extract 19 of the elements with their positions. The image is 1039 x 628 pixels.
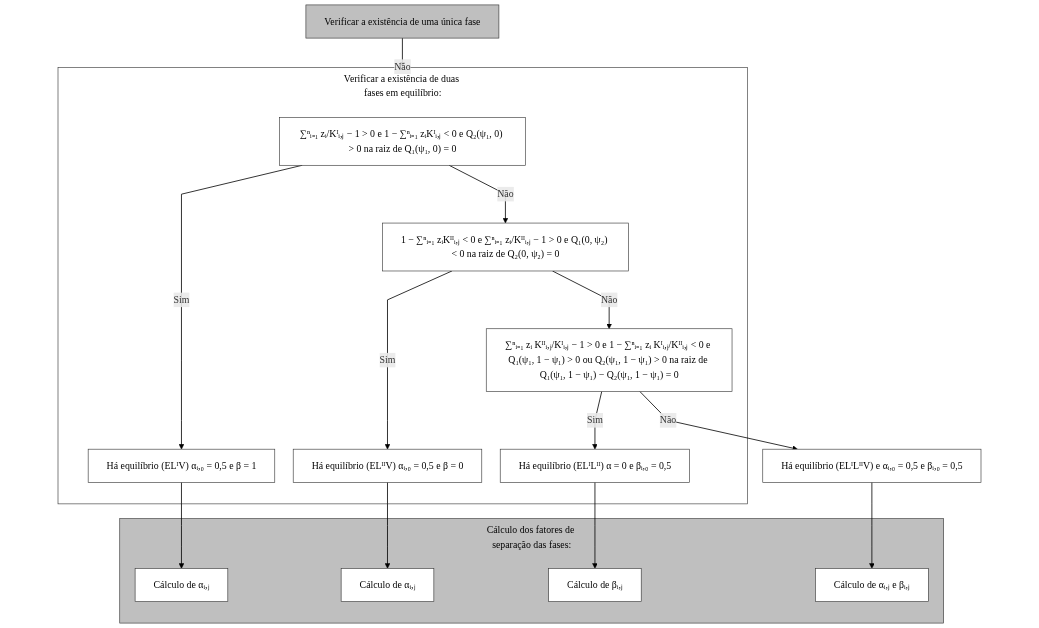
node-box: Há equilíbrio (ELᴵV) αᵢ,₀ = 0,5 e β = 1 [87,448,276,483]
node-box: Verificar a existência de uma única fase [305,4,500,39]
edge-label: Não [600,294,618,305]
edge-label: Sim [379,354,396,365]
node-box: Cálculo de αᵢ,ⱼ [340,568,435,602]
node-box: Há equilíbrio (ELᴵᴵV) αᵢ,₀ = 0,5 e β = 0 [292,448,483,483]
node-box: ∑ⁿᵢ₌₁ zᵢ/Kᴵᵢ,ⱼ − 1 > 0 e 1 − ∑ⁿᵢ₌₁ zᵢKᴵᵢ,ⱼ < 0 e Q₂(ψ₁, 0) > 0 na raiz de Q₁(ψ₁, 0) = 0 [279,117,526,166]
edge-label: Sim [587,414,603,426]
node-box: ∑ⁿᵢ₌₁ zᵢ Kᴵᴵᵢ,ⱼ/Kᴵᵢ,ⱼ − 1 > 0 e 1 − ∑ⁿᵢ₌₁ zᵢ Kᴵᵢ,ⱼ/Kᴵᴵᵢ,ⱼ < 0 e Q₁(ψ₁, 1 − ψ₁) > 0 ou Q₂(ψ₁, 1 − ψ₁) > 0 na raiz de Q₁(ψ₁, 1 − ψ₁) − Q₂(ψ₁, 1 − ψ₁) = 0 [485,328,733,392]
node-box: Há equilíbrio (ELᴵLᴵᴵV) e αᵢ,₀ = 0,5 e βᵢ,₀ = 0,5 [762,448,982,483]
edge-label: Não [497,188,514,200]
node-box: Cálculo de αᵢ,ⱼ [134,568,229,602]
node-box: 1 − ∑ⁿᵢ₌₁ zᵢKᴵᴵᵢ,ⱼ < 0 e ∑ⁿᵢ₌₁ zᵢ/Kᴵᴵᵢ,ⱼ − 1 > 0 e Q₁(0, ψ₂) < 0 na raiz de Q₂(0, ψ₂) = 0 [382,222,629,272]
node-box: Cálculo de αᵢ,ⱼ e βᵢ,ⱼ [815,568,929,602]
edge-label: Não [659,414,677,426]
node-box: Cálculo de βᵢ,ⱼ [548,568,642,602]
edge-label: Não [394,61,411,72]
node-box: Há equilíbrio (ELᴵLᴵᴵ) α = 0 e βᵢ,₀ = 0,5 [499,448,690,483]
edge-label: Sim [173,294,190,305]
